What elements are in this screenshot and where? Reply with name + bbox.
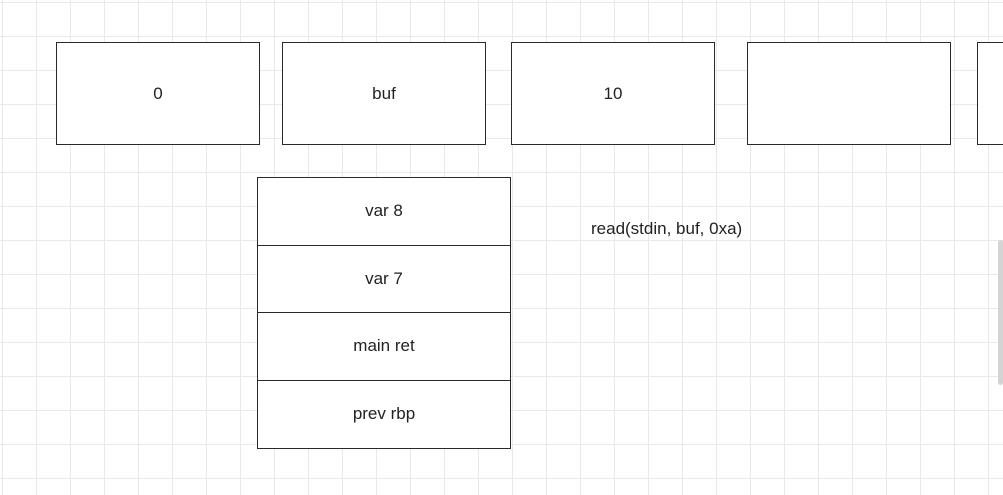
stack-cell-var-8[interactable]: var 8: [258, 178, 510, 246]
argument-box-label: 0: [153, 83, 163, 103]
stack-cell-main-ret[interactable]: main ret: [258, 313, 510, 381]
argument-box-partial[interactable]: [977, 42, 1003, 145]
argument-box-label: 10: [603, 83, 623, 103]
argument-box-0[interactable]: 0: [56, 42, 260, 145]
stack-cell-label: prev rbp: [352, 404, 416, 424]
argument-box-10[interactable]: 10: [511, 42, 715, 145]
argument-box-buf[interactable]: buf: [282, 42, 486, 145]
read-call-annotation[interactable]: read(stdin, buf, 0xa): [591, 219, 743, 238]
stack-cell-label: var 7: [365, 268, 403, 288]
stack-cell-label: main ret: [353, 336, 415, 356]
argument-box-label: buf: [372, 83, 396, 103]
argument-box-empty[interactable]: [747, 42, 951, 145]
vertical-scrollbar[interactable]: [998, 240, 1003, 385]
stack-cell-prev-rbp[interactable]: prev rbp: [258, 381, 510, 449]
stack-cell-var-7[interactable]: var 7: [258, 246, 510, 313]
stack-frame: var 8 var 7 main ret prev rbp: [257, 177, 511, 449]
stack-cell-label: var 8: [365, 201, 403, 221]
